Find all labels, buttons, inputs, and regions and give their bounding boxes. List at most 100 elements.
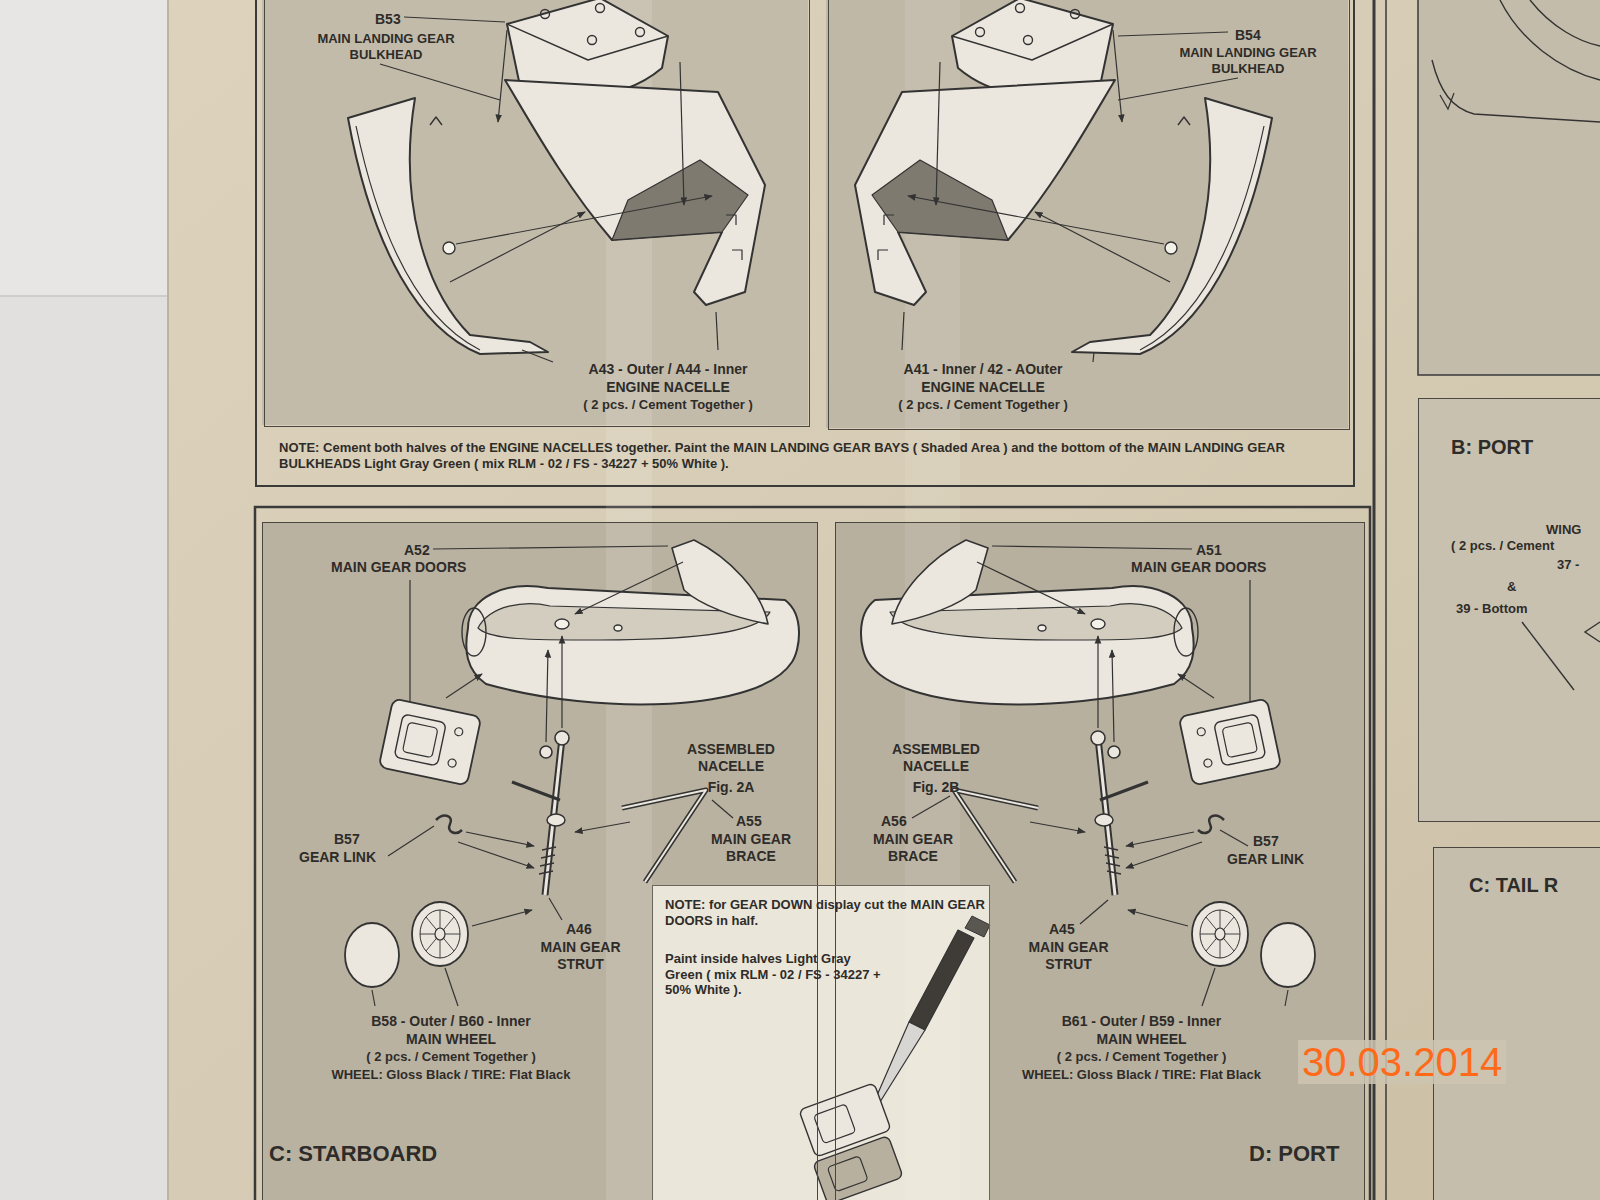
partial-wing-illustration <box>1440 93 1454 109</box>
part-label: MAIN GEAR BRACE <box>691 831 811 865</box>
landing-gear-illustration <box>561 636 562 728</box>
frames <box>1418 0 1600 375</box>
nacelle-halves-illustration <box>541 10 550 19</box>
part-label: B57 <box>334 831 360 848</box>
part-label: ASSEMBLED NACELLE <box>876 741 996 775</box>
knife-illustration <box>827 1156 868 1192</box>
part-label: A55 <box>736 813 762 830</box>
landing-gear-illustration <box>420 910 460 958</box>
part-label: A43 - Outer / A44 - Inner <box>543 361 793 378</box>
date-stamp: 30.03.2014 <box>1298 1040 1506 1084</box>
leader-lines <box>712 800 733 818</box>
background <box>0 0 175 295</box>
part-label: B57 <box>1253 833 1279 850</box>
knife-illustration <box>875 1022 925 1102</box>
landing-gear-illustration <box>445 968 458 1006</box>
landing-gear-illustration <box>462 608 486 656</box>
part-label: A41 - Inner / 42 - AOuter <box>853 361 1113 378</box>
landing-gear-illustration <box>466 832 534 846</box>
part-label: ( 2 pcs. / Cement Together ) <box>271 1049 631 1065</box>
part-label: & <box>1507 579 1516 595</box>
partial-wing-illustration <box>1500 0 1600 80</box>
leader-lines <box>912 796 950 818</box>
nacelle-halves-illustration <box>430 117 442 125</box>
step-panel: B: PORTWING( 2 pcs. / Cement37 -&39 - Bo… <box>1418 398 1600 822</box>
part-label: GEAR LINK <box>1227 851 1304 868</box>
nacelle-halves-illustration <box>443 242 455 254</box>
nacelle-halves-illustration <box>505 80 765 305</box>
nacelle-halves-illustration <box>596 4 605 13</box>
part-label: B53 <box>375 11 401 28</box>
nacelle-halves-illustration <box>612 160 748 240</box>
part-label: ( 2 pcs. / Cement Together ) <box>853 397 1113 413</box>
part-label: MAIN WHEEL <box>994 1031 1289 1048</box>
partial-wing-illustration <box>1432 0 1600 690</box>
leader-lines <box>1093 352 1094 362</box>
part-label: MAIN GEAR BRACE <box>853 831 973 865</box>
knife-illustration <box>813 1136 903 1200</box>
part-label: ENGINE NACELLE <box>543 379 793 396</box>
part-label: Fig. 2A <box>666 779 796 796</box>
frames <box>1373 0 1376 1200</box>
panel-grounds <box>1418 0 1600 375</box>
nacelle-halves-illustration <box>356 126 480 350</box>
frames <box>1385 0 1387 1200</box>
landing-gear-illustration <box>447 758 456 767</box>
partial-wing-illustration <box>1530 0 1600 46</box>
nacelle-halves-illustration <box>507 24 668 60</box>
part-label: B58 - Outer / B60 - Inner <box>271 1013 631 1030</box>
leader-lines <box>1249 580 1250 702</box>
step-panel: A52MAIN GEAR DOORS ASSEMBLED NACELLE Fig. … <box>262 522 818 1200</box>
part-label: 37 - <box>1557 557 1579 573</box>
part-label: Fig. 2B <box>876 779 996 796</box>
step-panel: A51MAIN GEAR DOORSASSEMBLED NACELLEFig. … <box>835 522 1365 1200</box>
part-label: C: STARBOARD <box>269 1141 437 1167</box>
part-label: ( 2 pcs. / Cement <box>1451 538 1554 554</box>
part-label: D: PORT <box>1249 1141 1339 1167</box>
part-label: ENGINE NACELLE <box>853 379 1113 396</box>
leader-lines <box>1080 900 1108 924</box>
leader-lines <box>404 17 505 22</box>
nacelle-halves-illustration <box>498 30 507 122</box>
leader-lines <box>380 17 1238 362</box>
landing-gear-illustration <box>540 746 552 758</box>
part-label: ( 2 pcs. / Cement Together ) <box>994 1049 1289 1065</box>
landing-gear-illustration <box>454 727 463 736</box>
leader-lines <box>1118 32 1228 36</box>
part-label: MAIN GEAR STRUT <box>523 939 638 973</box>
leader-lines <box>433 546 668 549</box>
leader-lines <box>409 580 410 702</box>
landing-gear-illustration <box>372 990 375 1006</box>
part-label: WHEEL: Gloss Black / TIRE: Flat Black <box>271 1067 631 1083</box>
part-label: C: TAIL R <box>1469 873 1558 897</box>
panel-grounds <box>262 0 1600 1200</box>
leader-lines <box>522 350 553 362</box>
landing-gear-illustration <box>614 625 622 631</box>
part-label: A46 <box>566 921 592 938</box>
background <box>0 295 175 297</box>
step-panel: B54MAIN LANDING GEAR BULKHEADA41 - Inner… <box>828 0 1350 430</box>
panel-grounds <box>826 0 1348 428</box>
panel-grounds <box>1433 847 1600 1200</box>
landing-gear-illustration <box>472 910 532 926</box>
landing-gear-illustration <box>412 902 468 966</box>
nacelle-halves-illustration <box>726 215 742 260</box>
leader-lines <box>549 898 562 920</box>
landing-gear-illustration <box>622 790 706 882</box>
part-label: A52 <box>404 542 430 559</box>
frames <box>255 507 1370 1200</box>
landing-gear-illustration <box>555 731 569 745</box>
partial-wing-illustration <box>1432 60 1600 122</box>
part-label: MAIN GEAR DOORS <box>331 559 466 576</box>
part-label: MAIN LANDING GEAR BULKHEAD <box>291 31 481 62</box>
part-label: A45 <box>1049 921 1075 938</box>
background <box>0 0 175 1200</box>
part-label: ASSEMBLED NACELLE <box>666 741 796 775</box>
leader-lines <box>1220 830 1248 846</box>
landing-gear-illustration <box>547 814 565 826</box>
leader-lines <box>388 826 434 856</box>
part-label: WHEEL: Gloss Black / TIRE: Flat Black <box>994 1067 1289 1083</box>
panel-grounds <box>1418 398 1600 822</box>
part-label: MAIN LANDING GEAR BULKHEAD <box>1153 45 1343 76</box>
